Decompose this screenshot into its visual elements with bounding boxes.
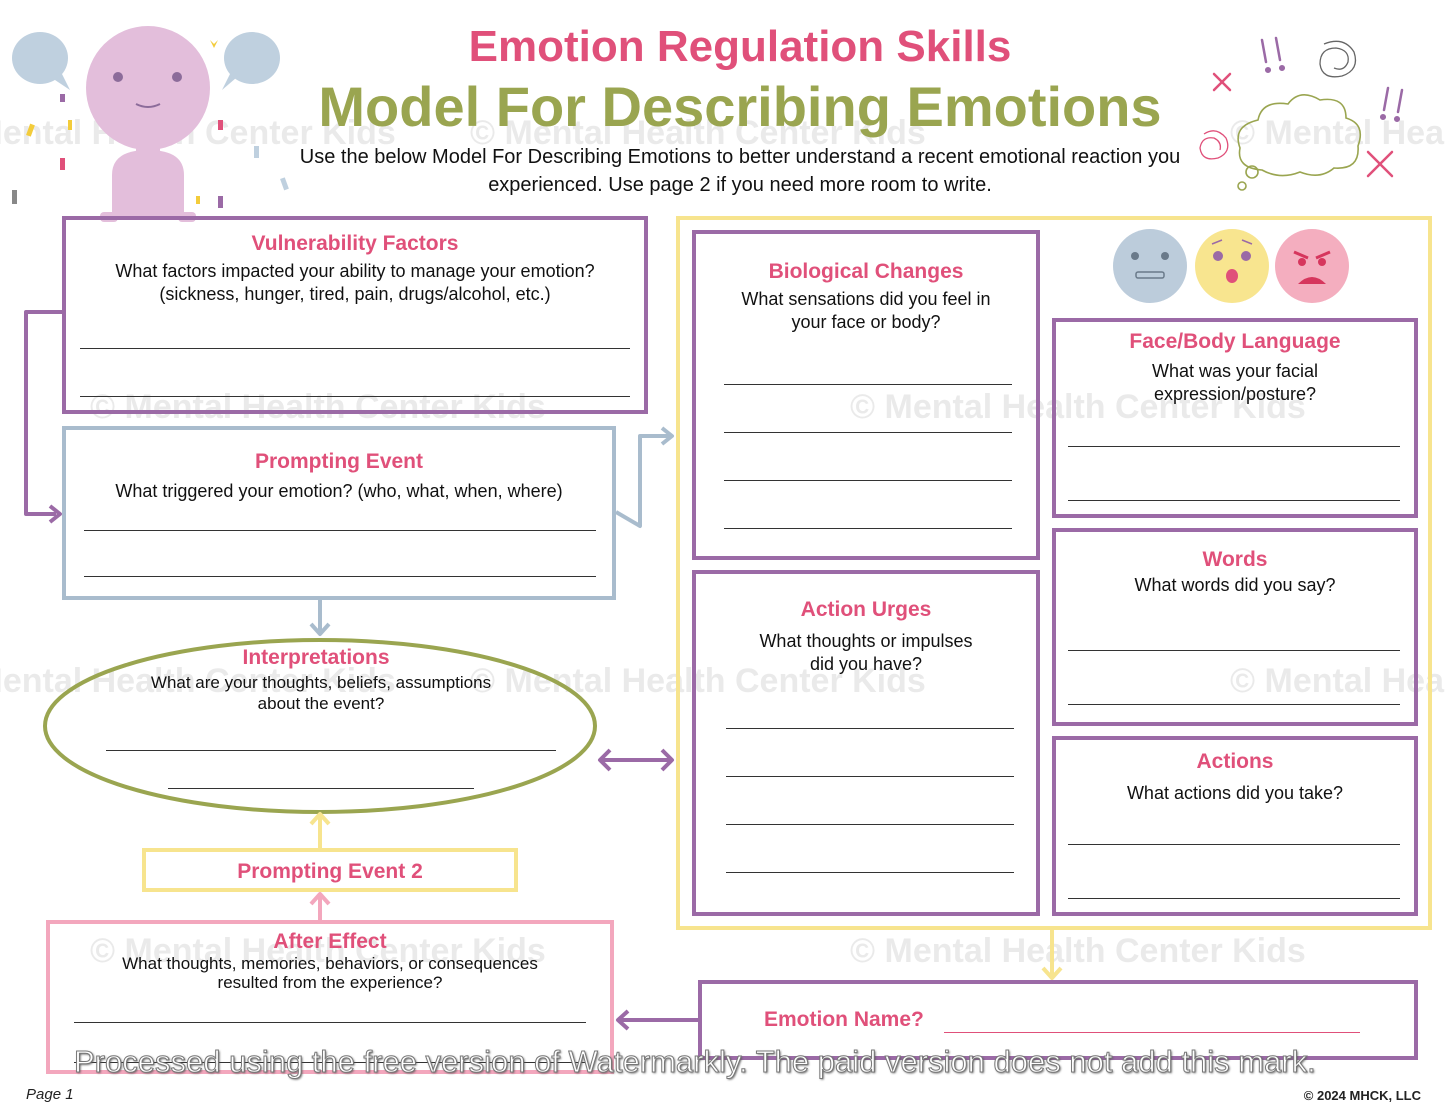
x-marks-decoration — [1212, 72, 1394, 178]
character-illustration — [86, 26, 210, 222]
biological-changes-box: Biological Changes What sensations did y… — [692, 230, 1040, 560]
answer-line[interactable] — [724, 432, 1012, 433]
watermark-text: © Mental Health Center Kids — [850, 388, 1306, 426]
section-title: Prompting Event — [254, 450, 423, 473]
section-question: What actions did you take? — [1126, 783, 1344, 803]
angry-face-icon — [1275, 229, 1349, 303]
section-title: Actions — [1196, 750, 1274, 773]
after-effect-box: After Effect What thoughts, memories, be… — [46, 920, 614, 1074]
exclamation-marks-decoration — [1260, 36, 1404, 123]
responses-container — [676, 216, 1432, 930]
answer-line[interactable] — [1068, 704, 1400, 705]
answer-line[interactable] — [74, 1022, 586, 1023]
watermark-text: © Mental Health Center Kids — [470, 662, 926, 700]
answer-line[interactable] — [724, 384, 1012, 385]
section-title: Words — [1202, 548, 1268, 571]
answer-line[interactable] — [74, 1062, 586, 1063]
watermark-text: © Mental Health Center Kids — [90, 932, 546, 970]
page-title: Emotion Regulation Skills — [468, 22, 1012, 71]
prompting-event-box: Prompting Event What triggered your emot… — [62, 426, 616, 600]
answer-line[interactable] — [1068, 446, 1400, 447]
watermark-text: © Mental Health Center Kids — [1230, 114, 1445, 152]
watermark-text: © Mental Health Center Kids — [850, 932, 1306, 970]
section-title: Prompting Event 2 — [237, 860, 423, 883]
action-urges-box: Action Urges What thoughts or impulses d… — [692, 570, 1040, 916]
answer-line[interactable] — [1068, 650, 1400, 651]
answer-line[interactable] — [724, 528, 1012, 529]
section-question: What triggered your emotion? (who, what,… — [115, 481, 563, 501]
section-title: Face/Body Language — [1129, 330, 1341, 353]
speech-bubble-icon — [12, 32, 70, 90]
answer-line[interactable] — [80, 396, 630, 397]
prompting-event-2-box: Prompting Event 2 — [142, 848, 518, 892]
watermark-text: © Mental Health Center Kids — [90, 388, 546, 426]
thought-cloud-decoration — [1237, 94, 1362, 191]
section-title: Vulnerability Factors — [251, 232, 459, 255]
section-question: What are your thoughts, beliefs, assumpt… — [150, 673, 492, 713]
answer-line[interactable] — [726, 824, 1014, 825]
answer-line[interactable] — [1068, 898, 1400, 899]
answer-line[interactable] — [724, 480, 1012, 481]
page-subtitle: Model For Describing Emotions — [318, 75, 1162, 138]
answer-line[interactable] — [726, 872, 1014, 873]
section-question: What thoughts, memories, behaviors, or c… — [122, 954, 538, 992]
surprised-face-icon — [1195, 229, 1269, 303]
section-question: What words did you say? — [1134, 575, 1336, 595]
section-title: After Effect — [273, 930, 387, 953]
processing-note: Processed using the free version of Wate… — [74, 1044, 1317, 1080]
confetti-decoration — [12, 40, 289, 208]
scribble-decoration — [1199, 40, 1357, 160]
page-number: Page 1 — [26, 1086, 74, 1103]
watermark-text: © Mental Health Center Kids — [470, 114, 926, 152]
section-question: What factors impacted your ability to ma… — [115, 261, 595, 304]
watermark-text: © Mental Health Center Kids — [1230, 662, 1445, 700]
answer-line[interactable] — [726, 776, 1014, 777]
answer-line[interactable] — [84, 530, 596, 531]
answer-line[interactable] — [1068, 844, 1400, 845]
connector-arrows — [24, 310, 1063, 1031]
section-title: Action Urges — [800, 598, 932, 621]
answer-line[interactable] — [726, 728, 1014, 729]
interpretations-area: Interpretations What are your thoughts, … — [46, 640, 596, 812]
vulnerability-factors-box: Vulnerability Factors What factors impac… — [62, 216, 648, 414]
instructions-text: Use the below Model For Describing Emoti… — [299, 146, 1181, 196]
answer-line[interactable] — [84, 576, 596, 577]
face-body-language-box: Face/Body Language What was your facial … — [1052, 318, 1418, 518]
section-question: What thoughts or impulses did you have? — [759, 631, 973, 674]
answer-line[interactable] — [1068, 500, 1400, 501]
answer-line[interactable] — [168, 788, 474, 789]
emotion-name-box: Emotion Name? — [698, 980, 1418, 1060]
actions-box: Actions What actions did you take? — [1052, 736, 1418, 916]
emotion-name-label: Emotion Name? — [764, 1008, 924, 1031]
answer-line[interactable] — [106, 750, 556, 751]
section-title: Interpretations — [242, 646, 390, 669]
emotion-name-line[interactable] — [944, 1032, 1360, 1033]
section-question: What sensations did you feel in your fac… — [741, 289, 991, 332]
neutral-face-icon — [1113, 229, 1187, 303]
words-box: Words What words did you say? — [1052, 528, 1418, 726]
copyright-text: © 2024 MHCK, LLC — [1303, 1088, 1421, 1103]
speech-bubble-icon — [222, 32, 280, 90]
section-title: Biological Changes — [768, 260, 964, 283]
section-question: What was your facial expression/posture? — [1151, 361, 1319, 404]
answer-line[interactable] — [80, 348, 630, 349]
